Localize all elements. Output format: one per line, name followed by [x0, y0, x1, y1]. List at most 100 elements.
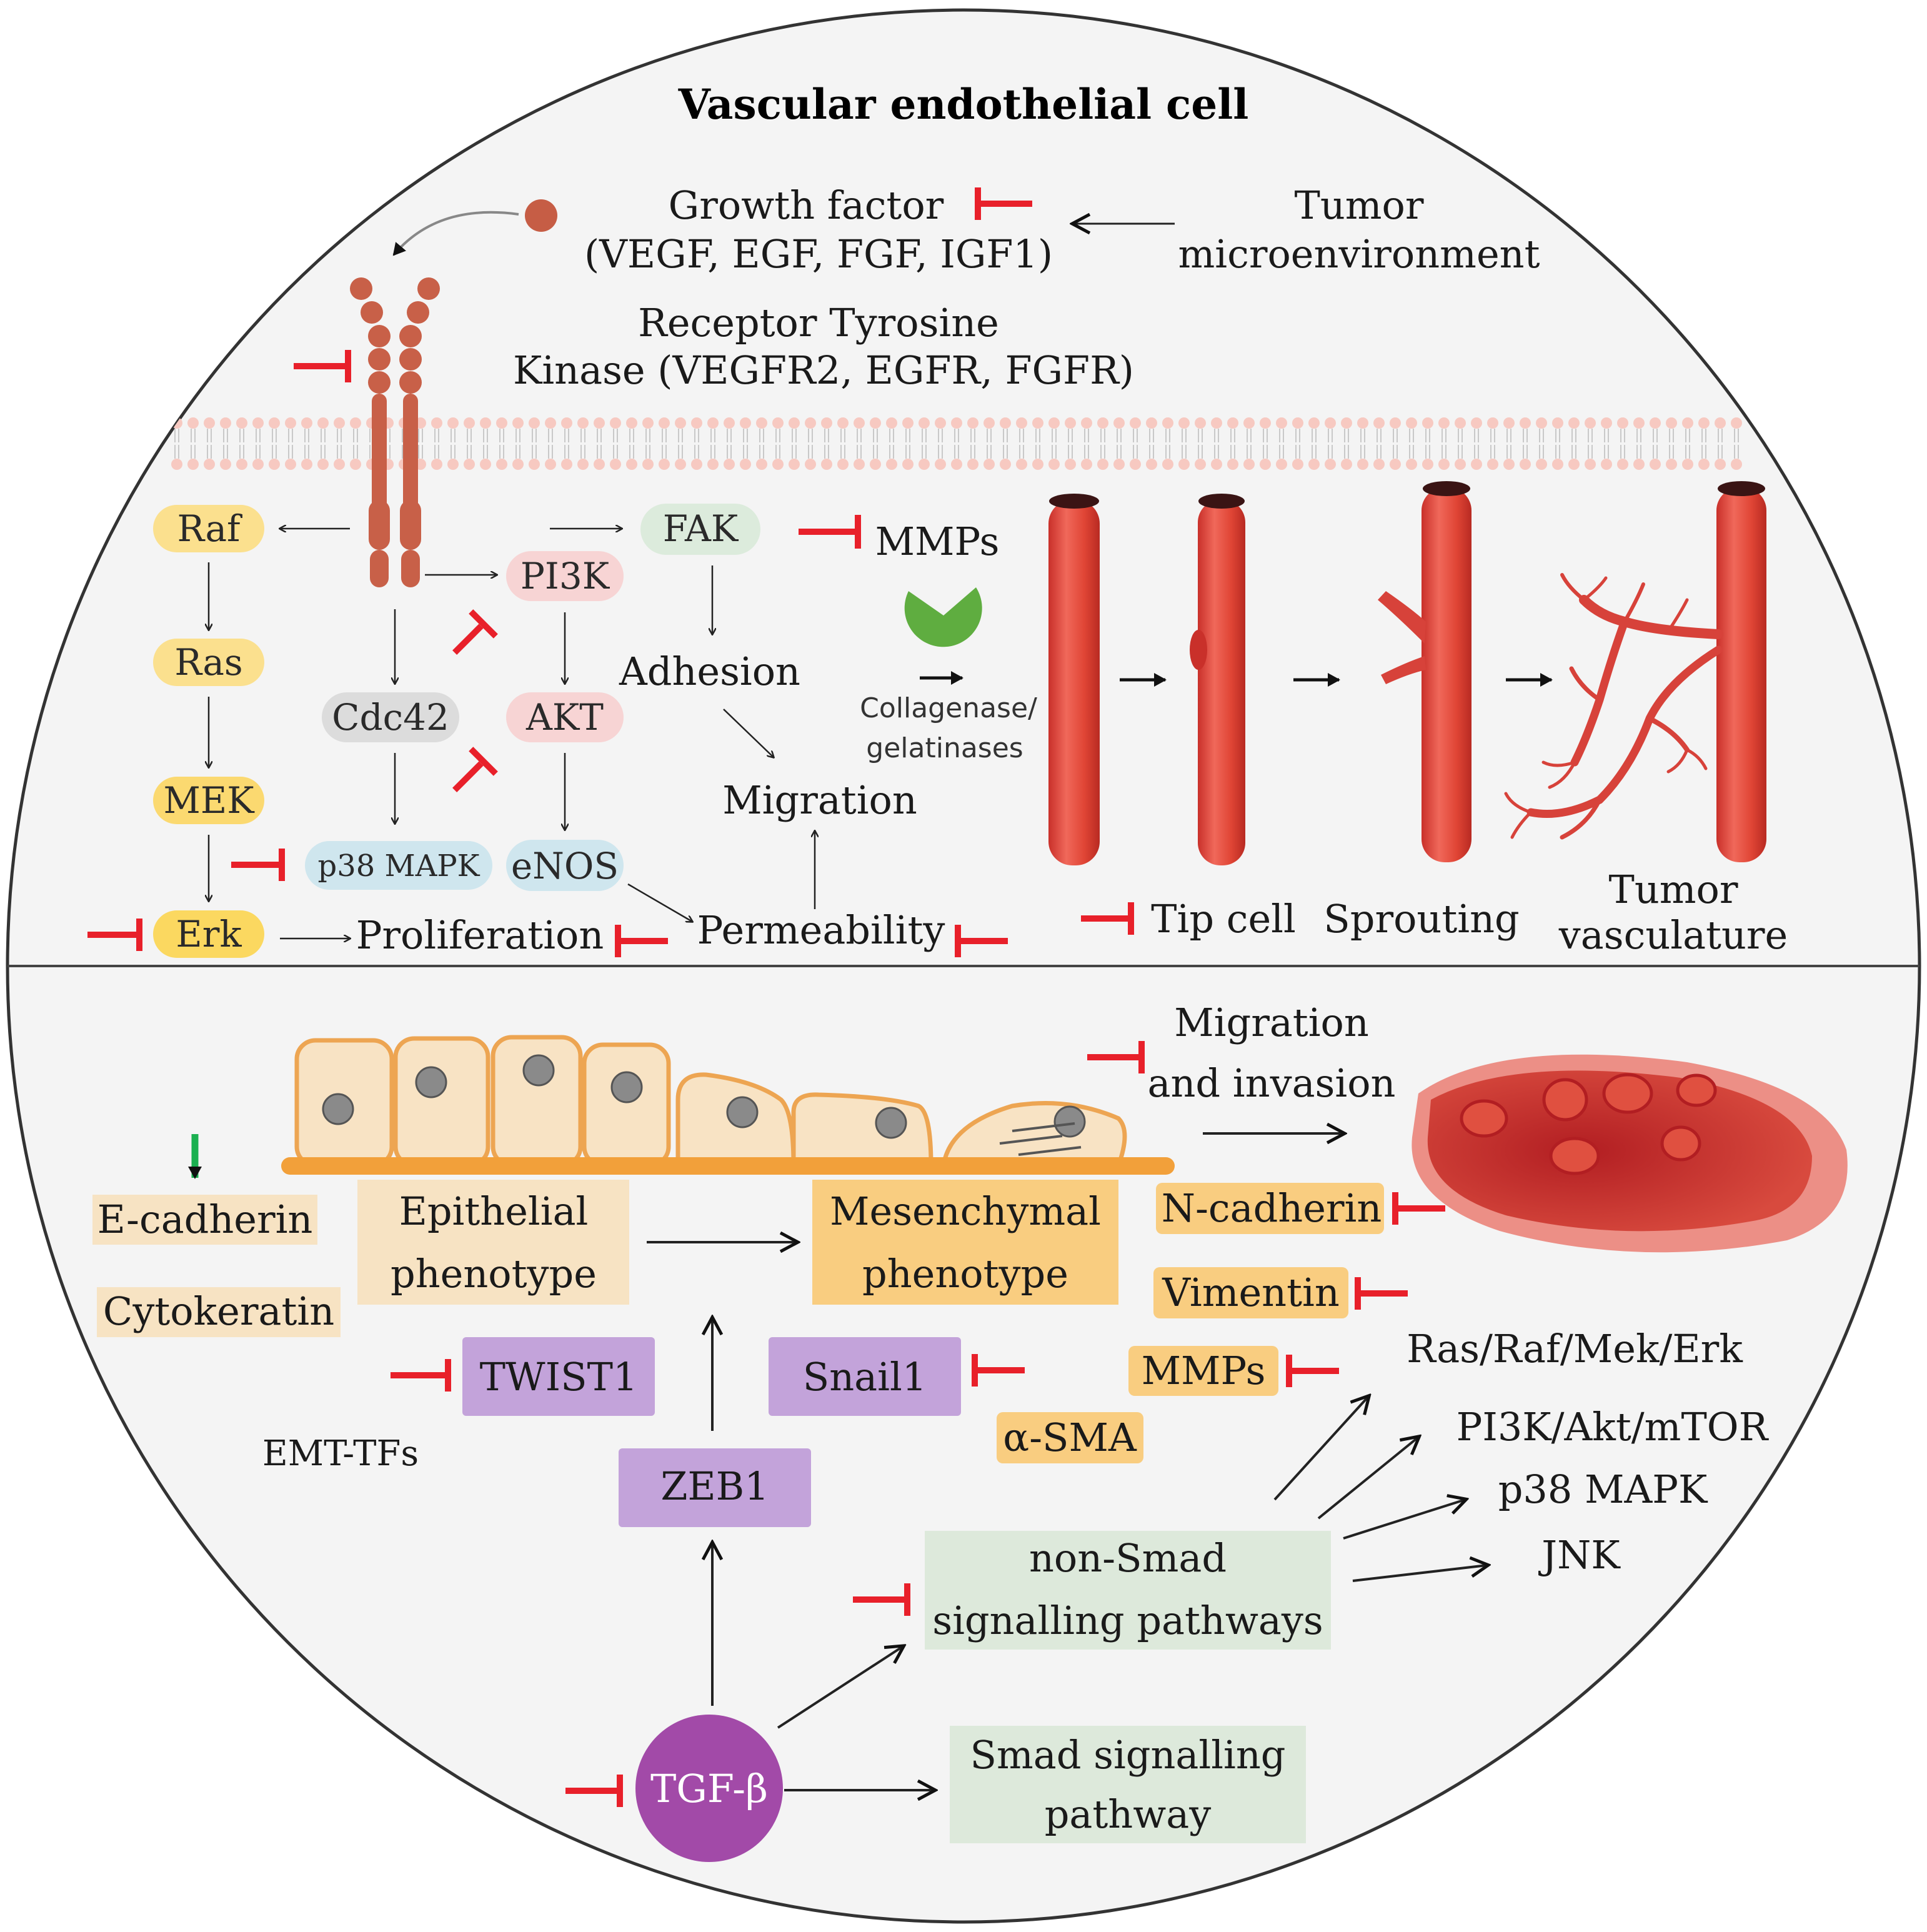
zeb1-label: ZEB1: [660, 1463, 769, 1509]
inhibitor-mmps: [799, 515, 861, 549]
inhibitor-permeability: [955, 925, 1008, 957]
akt-label: AKT: [525, 696, 604, 739]
inhibitor-migration: [1087, 1041, 1145, 1073]
mesenchymal-label-2: phenotype: [862, 1251, 1068, 1297]
arrow-tgfb-nonsmad: [777, 1646, 903, 1729]
raf-label: Raf: [177, 507, 242, 550]
tumor-vasculature-label-1: Tumor: [1608, 867, 1738, 912]
migration-invasion-label-2: and invasion: [1148, 1060, 1396, 1106]
ras-raf-label: Ras/Raf/Mek/Erk: [1407, 1326, 1743, 1372]
epithelial-label-2: phenotype: [391, 1251, 597, 1297]
n-cadherin-label: N-cadherin: [1162, 1185, 1382, 1231]
growth-factor-list: (VEGF, EGF, FGF, IGF1): [584, 231, 1053, 277]
enos-label: eNOS: [511, 845, 619, 887]
basement-membrane: [281, 1157, 1175, 1175]
tumor-vasculature-label-2: vasculature: [1558, 912, 1788, 958]
inhibitor-tgfb: [565, 1775, 623, 1807]
collagenase-label-1: Collagenase/: [860, 692, 1037, 724]
cytokeratin-box: [97, 1287, 341, 1337]
adhesion-label: Adhesion: [619, 649, 800, 694]
arrow-nonsmad-pi3k: [1317, 1437, 1418, 1520]
smad-box: [950, 1726, 1306, 1843]
inhibitor-non-smad: [853, 1583, 910, 1616]
inhibitor-erk: [87, 919, 142, 951]
cdc42-pill: [322, 692, 459, 742]
inhibitor-proliferation: [615, 925, 668, 957]
snail1-label: Snail1: [803, 1354, 927, 1400]
emt-tfs-label: EMT-TFs: [262, 1433, 419, 1474]
tumor-microenv-label-2: microenvironment: [1178, 231, 1540, 277]
erk-label: Erk: [176, 913, 242, 955]
vimentin-box: [1153, 1267, 1348, 1318]
p38-lower-label: p38 MAPK: [1498, 1466, 1708, 1512]
p38-pill: [305, 841, 492, 890]
pi3k-label: PI3K: [520, 555, 610, 597]
fak-label: FAK: [663, 507, 739, 550]
a-sma-label: α-SMA: [1003, 1415, 1137, 1460]
inhibitor-pi3k: [452, 609, 498, 655]
vessel-4-icon: [1504, 481, 1766, 862]
inhibitor-mmps-lower: [1286, 1355, 1339, 1387]
jnk-label: JNK: [1538, 1532, 1621, 1578]
diagram-title: Vascular endothelial cell: [678, 80, 1249, 129]
inhibitor-snail1: [972, 1354, 1025, 1387]
non-smad-label-2: signalling pathways: [932, 1598, 1323, 1643]
inhibitor-n-cadherin: [1392, 1192, 1445, 1225]
tgfb-circle: [635, 1715, 783, 1862]
epithelial-label-1: Epithelial: [399, 1188, 589, 1234]
ligand-icon: [525, 199, 557, 232]
inhibitor-p38: [231, 849, 285, 881]
cell-nuclei: [322, 1054, 1086, 1139]
tgfb-label: TGF-β: [650, 1766, 768, 1811]
twist1-box: [462, 1337, 655, 1416]
twist1-label: TWIST1: [480, 1354, 638, 1400]
erk-pill: [153, 910, 264, 958]
stress-fibers: [999, 1122, 1082, 1156]
arrow-nonsmad-jnk: [1352, 1565, 1487, 1582]
ras-pill: [153, 639, 264, 686]
enos-pill: [506, 840, 624, 891]
arrow-nonsmad-ras: [1273, 1397, 1368, 1501]
tumor-microenv-label-1: Tumor: [1294, 182, 1423, 228]
proliferation-label: Proliferation: [356, 912, 604, 958]
mek-label: MEK: [163, 779, 255, 822]
cdc42-label: Cdc42: [332, 696, 449, 739]
snail1-box: [769, 1337, 961, 1416]
inhibitor-tip-cell: [1081, 902, 1134, 935]
arrow-enos-permeability: [627, 883, 692, 922]
receptor-label-1: Receptor Tyrosine: [638, 300, 999, 346]
smad-label-1: Smad signalling: [970, 1732, 1286, 1778]
permeability-label: Permeability: [697, 907, 945, 953]
zeb1-box: [619, 1448, 811, 1527]
a-sma-box: [997, 1412, 1143, 1463]
migration-label: Migration: [722, 777, 917, 823]
inhibitor-akt: [452, 747, 498, 792]
pi3k-pill: [506, 551, 624, 601]
non-smad-box: [925, 1531, 1331, 1650]
e-cadherin-label: E-cadherin: [97, 1197, 313, 1242]
collagenase-label-2: gelatinases: [866, 732, 1023, 764]
mesenchymal-box: [812, 1180, 1118, 1305]
inhibitor-symbol: [975, 187, 1032, 220]
ras-label: Ras: [174, 641, 242, 684]
fak-pill: [640, 504, 760, 555]
collagenase-pacman-icon: [904, 587, 982, 647]
sprouting-label: Sprouting: [1323, 896, 1519, 942]
epithelial-box: [357, 1180, 629, 1305]
mmps-label-top: MMPs: [875, 519, 1000, 564]
mmps-lower-label: MMPs: [1142, 1348, 1266, 1393]
smad-label-2: pathway: [1045, 1791, 1212, 1837]
vimentin-label: Vimentin: [1162, 1270, 1340, 1315]
cell-membrane: [169, 417, 1743, 470]
migration-invasion-label-1: Migration: [1174, 1000, 1369, 1045]
vessel-2-icon: [1190, 494, 1245, 865]
mesenchymal-label-1: Mesenchymal: [830, 1188, 1101, 1234]
vessel-3-icon: [1378, 481, 1471, 862]
arrow-nonsmad-p38: [1343, 1500, 1465, 1540]
inhibitor-receptor: [294, 350, 351, 382]
blood-vessel-icon: [1412, 1054, 1848, 1253]
ligand-binding-arrow: [392, 211, 519, 256]
mmps-box: [1128, 1346, 1278, 1396]
inhibitor-vimentin: [1355, 1277, 1408, 1310]
